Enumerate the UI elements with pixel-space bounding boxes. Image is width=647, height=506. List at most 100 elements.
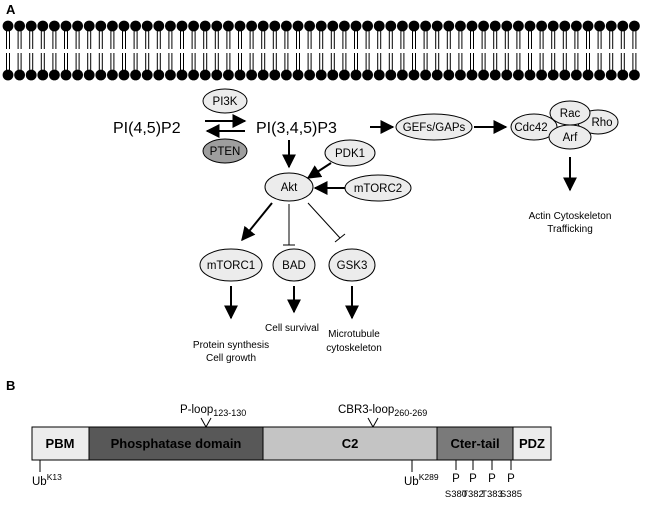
lipid-head — [385, 69, 397, 81]
lipid-head — [72, 69, 83, 81]
lipid-head — [547, 69, 559, 81]
lipid-head — [188, 69, 200, 81]
lipid-head — [373, 20, 385, 32]
ub-k289-label: UbK289 — [404, 472, 439, 488]
lipid-head — [153, 20, 165, 32]
lipid-head — [373, 69, 385, 81]
lipid-head — [582, 20, 594, 32]
lipid-head — [130, 20, 142, 32]
lipid-head — [14, 69, 25, 81]
lipid-head — [37, 69, 49, 81]
lipid-head — [257, 69, 269, 81]
lipid-head — [350, 69, 362, 81]
lipid-head — [455, 20, 466, 32]
pip3-label: PI(3,4,5)P3 — [256, 120, 337, 137]
bad-label: BAD — [282, 260, 306, 272]
gsk3-label: GSK3 — [337, 260, 368, 272]
lipid-head — [95, 20, 107, 32]
lipid-head — [269, 69, 281, 81]
lipid-head — [281, 69, 292, 81]
akt-inhibits-gsk3-bar — [334, 233, 346, 243]
lipid-head — [397, 20, 408, 32]
cbr3-loop-marker — [367, 417, 379, 429]
lipid-head — [315, 20, 327, 32]
lipid-head — [304, 69, 315, 81]
lipid-head — [95, 69, 107, 81]
lipid-head — [257, 20, 269, 32]
lipid-head — [246, 69, 257, 81]
phosphatase-label: Phosphatase domain — [111, 436, 242, 451]
lipid-head — [25, 20, 37, 32]
lipid-head — [571, 20, 582, 32]
akt-label: Akt — [281, 182, 298, 194]
lipid-head — [118, 69, 130, 81]
mtorc1-label: mTORC1 — [207, 260, 255, 272]
lipid-head — [141, 20, 153, 32]
lipid-head — [443, 69, 455, 81]
panel-b-label: B — [6, 378, 15, 393]
arf-node — [548, 124, 592, 150]
pip2-label: PI(4,5)P2 — [113, 120, 181, 137]
lipid-head — [234, 69, 246, 81]
lipid-head — [478, 69, 489, 81]
pi3k-node — [202, 88, 248, 114]
lipid-head — [118, 20, 130, 32]
lipid-head — [107, 20, 118, 32]
actin-outcome-line2: Trafficking — [547, 224, 593, 235]
lipid-head — [165, 69, 176, 81]
gsk3-node — [328, 248, 376, 282]
lipid-head — [362, 20, 373, 32]
lipid-head — [49, 20, 60, 32]
mtorc1-node — [199, 248, 263, 282]
lipid-head — [130, 69, 142, 81]
lipid-head — [141, 69, 153, 81]
lipid-head — [211, 69, 223, 81]
lipid-head — [199, 20, 211, 32]
akt-to-mtorc1-arrow — [241, 202, 273, 242]
microtubule-label-line2: cytoskeleton — [326, 343, 382, 354]
lipid-head — [617, 69, 629, 81]
bad-node — [272, 248, 316, 282]
lipid-head — [37, 20, 49, 32]
lipid-head — [60, 20, 72, 32]
lipid-head — [431, 20, 443, 32]
lipid-head — [489, 20, 501, 32]
lipid-head — [524, 69, 536, 81]
lipid-head — [2, 20, 14, 32]
cbr3-loop-label: CBR3-loop260-269 — [338, 404, 427, 418]
gefs-gaps-node — [395, 113, 473, 141]
lipid-head — [605, 20, 617, 32]
phospho-site-label: S380 — [445, 489, 467, 500]
lipid-head — [605, 69, 617, 81]
p-loop-marker — [200, 417, 212, 429]
lipid-head — [408, 20, 420, 32]
lipid-head — [292, 20, 304, 32]
lipid-head — [246, 20, 257, 32]
lipid-head — [489, 69, 501, 81]
cter-tail-label: Cter-tail — [450, 436, 499, 451]
phospho-mark: P — [488, 473, 496, 485]
mtorc2-label: mTORC2 — [354, 183, 402, 195]
lipid-head — [617, 20, 629, 32]
lipid-head — [281, 20, 292, 32]
rac-label: Rac — [560, 108, 581, 120]
lipid-head — [455, 69, 466, 81]
lipid-head — [304, 20, 315, 32]
lipid-head — [315, 69, 327, 81]
lipid-head — [107, 69, 118, 81]
lipid-head — [629, 20, 640, 32]
panel-a-label: A — [6, 2, 16, 17]
actin-outcome-line1: Actin Cytoskeleton — [529, 211, 612, 222]
lipid-head — [176, 20, 188, 32]
lipid-head — [385, 20, 397, 32]
lipid-head — [211, 20, 223, 32]
lipid-head — [466, 20, 478, 32]
lipid-head — [234, 20, 246, 32]
akt-inhibits-gsk3-line — [307, 202, 341, 239]
lipid-head — [536, 20, 547, 32]
lipid-head — [83, 20, 95, 32]
cell-growth-label: Cell growth — [206, 353, 256, 364]
protein-synthesis-label: Protein synthesis — [193, 340, 269, 351]
pdz-domain — [512, 426, 552, 461]
